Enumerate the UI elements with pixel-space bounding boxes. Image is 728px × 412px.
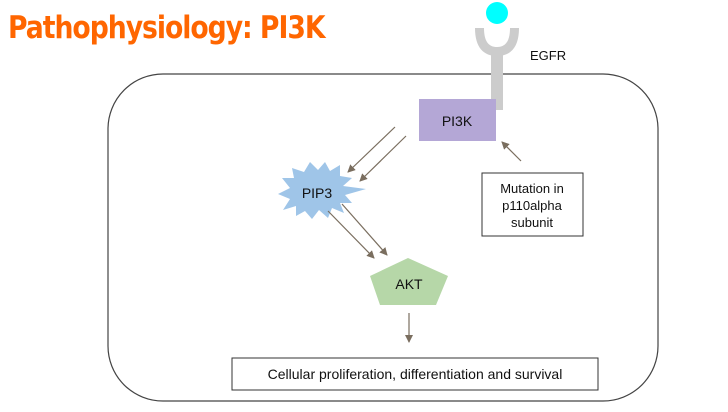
edge-pi3k-pip3-2	[359, 135, 407, 182]
pip3-node[interactable]	[278, 162, 366, 219]
egfr-label: EGFR	[530, 48, 566, 63]
pi3k-node[interactable]	[419, 99, 496, 141]
mutation-line-1: Mutation in	[500, 181, 564, 196]
akt-label: AKT	[395, 276, 423, 292]
mutation-line-2: p110alpha	[502, 198, 563, 213]
edge-mutation-pi3k	[501, 141, 522, 162]
edge-pip3-akt-2	[341, 203, 388, 256]
mutation-line-3: subunit	[511, 215, 553, 230]
mutation-box[interactable]	[481, 172, 584, 237]
akt-node[interactable]	[370, 258, 448, 305]
pi3k-label: PI3K	[442, 113, 473, 129]
slide-title: Pathophysiology: PI3K	[8, 10, 326, 46]
edge-pip3-akt-1	[327, 210, 375, 259]
cell-membrane	[107, 73, 659, 402]
outcome-box[interactable]	[231, 357, 599, 391]
ligand-icon	[486, 2, 508, 24]
pip3-label: PIP3	[302, 185, 333, 201]
outcome-label: Cellular proliferation, differentiation …	[268, 366, 563, 382]
egfr-receptor	[475, 2, 519, 110]
edge-pi3k-pip3-1	[347, 126, 396, 173]
